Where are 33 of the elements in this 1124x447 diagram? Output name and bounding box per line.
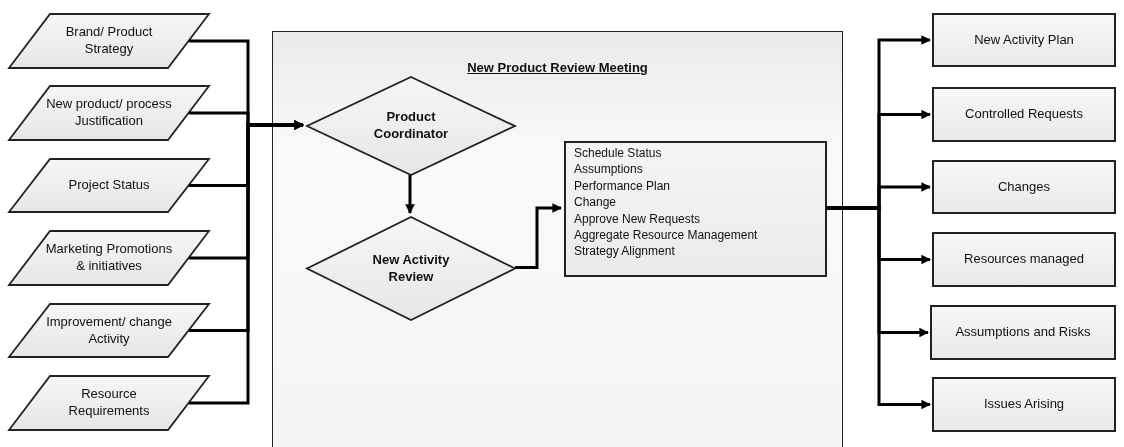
agenda-box bbox=[564, 141, 827, 277]
shape-label: Product Coordinator bbox=[372, 109, 450, 143]
box-label: New Activity Plan bbox=[973, 31, 1075, 49]
agenda-item: Assumptions bbox=[574, 161, 644, 178]
agenda-item: Aggregate Resource Management bbox=[574, 227, 759, 244]
output-box bbox=[932, 87, 1116, 142]
output-box bbox=[932, 232, 1116, 287]
panel-title: New Product Review Meeting bbox=[466, 60, 649, 75]
connector-arrow bbox=[405, 175, 415, 214]
agenda-item: Approve New Requests bbox=[574, 210, 702, 228]
output-box bbox=[932, 13, 1116, 67]
shape-label: Marketing Promotions & initiatives bbox=[44, 241, 174, 275]
box-label: Assumptions and Risks bbox=[954, 324, 1092, 341]
shape-label: New product/ process Justification bbox=[45, 96, 173, 130]
shape-label: Resource Requirements bbox=[67, 386, 151, 420]
shape-label: Project Status bbox=[67, 177, 151, 194]
box-label: Resources managed bbox=[963, 251, 1085, 268]
agenda-item: Schedule Status bbox=[574, 145, 663, 162]
shape-label: Improvement/ change Activity bbox=[45, 313, 173, 348]
shape-label: Brand/ Product Strategy bbox=[64, 24, 154, 58]
connector-arrow bbox=[515, 203, 562, 269]
meeting-panel bbox=[272, 31, 843, 447]
box-label: Issues Arising bbox=[982, 396, 1066, 413]
agenda-item: Performance Plan bbox=[574, 177, 672, 195]
shape-label: New Activity Review bbox=[371, 251, 451, 286]
box-label: Changes bbox=[996, 178, 1051, 196]
connector-arrow bbox=[189, 120, 304, 405]
output-box bbox=[930, 305, 1116, 360]
agenda-item: Strategy Alignment bbox=[574, 243, 676, 260]
output-box bbox=[932, 160, 1116, 214]
agenda-item: Change bbox=[574, 194, 618, 211]
box-label: Controlled Requests bbox=[964, 106, 1084, 123]
output-box bbox=[932, 377, 1116, 432]
